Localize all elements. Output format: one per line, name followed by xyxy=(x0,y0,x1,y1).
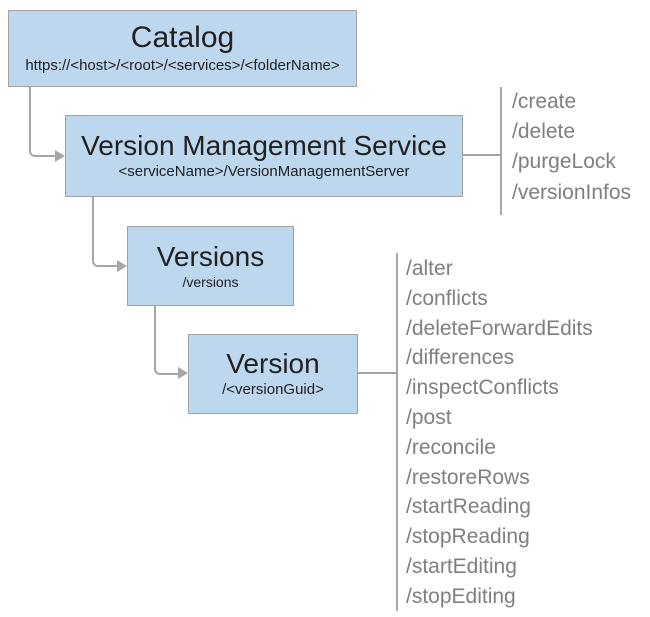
version-operations-list: /alter /conflicts /deleteForwardEdits /d… xyxy=(406,254,593,612)
arrow-right-icon xyxy=(55,150,65,162)
versions-url-pattern: /versions xyxy=(182,273,239,290)
operation-item: /create xyxy=(512,90,577,113)
versions-title: Versions xyxy=(156,240,265,272)
service-operations-list: /create /delete /purgeLock /versionInfos xyxy=(512,87,631,208)
connector-service-to-operations xyxy=(463,154,501,156)
node-catalog: Catalog https://<host>/<root>/<services>… xyxy=(8,10,357,87)
node-version-management-service: Version Management Service <serviceName>… xyxy=(65,115,463,197)
service-url-pattern: <serviceName>/VersionManagementServer xyxy=(118,163,410,181)
operation-item: /conflicts xyxy=(406,286,488,310)
arrow-right-icon xyxy=(178,367,188,379)
operation-item: /alter xyxy=(406,257,453,280)
version-operations-bracket xyxy=(396,253,398,611)
operation-item: /delete xyxy=(512,120,576,144)
catalog-url-pattern: https://<host>/<root>/<services>/<folder… xyxy=(25,56,340,74)
connector-service-to-versions xyxy=(92,197,118,267)
operation-item: /stopEditing xyxy=(406,584,516,608)
service-title: Version Management Service xyxy=(81,129,447,161)
service-operations-bracket xyxy=(500,87,502,215)
version-title: Version xyxy=(226,347,320,379)
node-versions: Versions /versions xyxy=(127,226,294,306)
operation-item: /reconcile xyxy=(406,435,496,459)
catalog-title: Catalog xyxy=(130,21,235,55)
operation-item: /restoreRows xyxy=(406,465,530,489)
operation-item: /post xyxy=(406,405,452,429)
connector-version-to-operations xyxy=(358,372,397,374)
operation-item: /purgeLock xyxy=(512,150,616,174)
operation-item: /deleteForwardEdits xyxy=(406,316,593,340)
operation-item: /startEditing xyxy=(406,554,517,578)
operation-item: /inspectConflicts xyxy=(406,376,559,400)
node-version: Version /<versionGuid> xyxy=(188,334,358,414)
operation-item: /differences xyxy=(406,346,515,370)
operation-item: /startReading xyxy=(406,495,531,519)
operation-item: /stopReading xyxy=(406,525,530,549)
connector-catalog-to-service xyxy=(29,87,56,157)
version-url-pattern: /<versionGuid> xyxy=(222,381,324,399)
connector-versions-to-version xyxy=(154,306,179,375)
arrow-right-icon xyxy=(117,260,127,272)
operation-item: /versionInfos xyxy=(512,180,632,204)
